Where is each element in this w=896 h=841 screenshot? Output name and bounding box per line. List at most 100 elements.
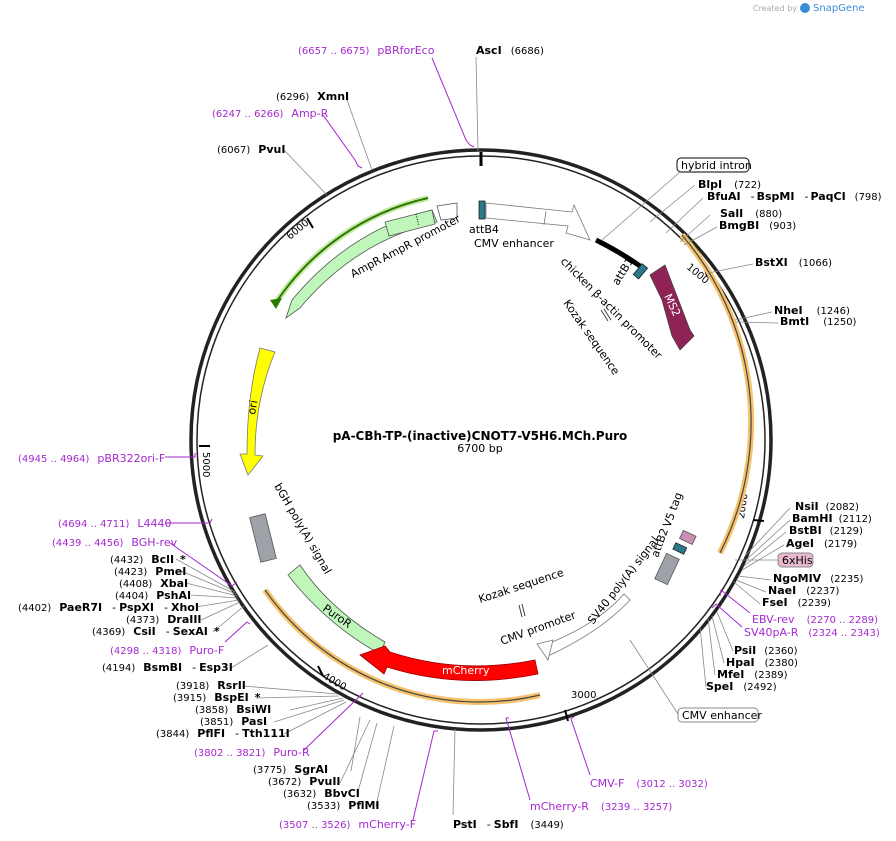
primer-name: Amp-R (291, 107, 328, 120)
enzyme-pshai: (4404)PshAI (115, 589, 191, 602)
puror-label: PuroR (320, 602, 354, 631)
enzyme-sep-2: - (804, 190, 808, 203)
enzyme-leaders (175, 56, 791, 816)
leader-pasi (273, 699, 345, 723)
primer-range: (4298 .. 4318) (110, 646, 182, 657)
enzyme-blpi: BlpI(722) (698, 178, 761, 191)
orange-arc-bottom (262, 588, 541, 705)
enzyme-name-2: Tth111I (242, 727, 290, 740)
primer-mcherryr: mCherry-R(3239 .. 3257) (530, 800, 672, 813)
ampr-feature-head (384, 209, 436, 237)
primer-range: (6657 .. 6675) (298, 46, 370, 57)
primer-leaders (165, 57, 751, 821)
orange-arc-right-core (681, 234, 752, 554)
sv40-polya-feature (654, 552, 680, 586)
leader-sali (679, 214, 711, 243)
enzyme-pos: (3851) (200, 717, 233, 728)
enzyme-name: XmnI (317, 90, 349, 103)
enzyme-pos: (4423) (114, 567, 147, 578)
primer-sv40par: SV40pA-R(2324 .. 2343) (744, 626, 880, 639)
primer-leader-ampr (322, 114, 363, 169)
cmv-enhancer-badge-leader (629, 639, 679, 715)
primer-range: (3012 .. 3032) (636, 779, 708, 790)
enzyme-name: SgrAI (294, 763, 328, 776)
leader-bcli (175, 558, 236, 593)
enzyme-name: FseI (762, 596, 788, 609)
bgh-label: bGH poly(A) signal (271, 481, 334, 576)
enzyme-star: * (214, 625, 220, 638)
attb1-feature (632, 263, 649, 280)
leader-blpi (649, 184, 696, 223)
enzyme-name: BlpI (698, 178, 722, 191)
enzyme-pos: (4369) (92, 627, 125, 638)
enzyme-name-3: XhoI (171, 601, 199, 614)
leader-hpai (711, 615, 725, 664)
primer-leader-l4440 (165, 518, 213, 524)
features: MS2 ori PuroR mCherry (239, 200, 697, 681)
enzyme-sep: - (166, 625, 170, 638)
enzyme-nsii: NsiI(2082) (795, 500, 859, 513)
backbone (189, 148, 773, 732)
enzyme-pflfi: (3844)PflFI-Tth111I (156, 727, 290, 740)
enzyme-csii: (4369)CsiI-SexAI* (92, 625, 220, 638)
primer-cmvf: CMV-F(3012 .. 3032) (590, 777, 708, 790)
enzyme-name-2: SexAI (173, 625, 208, 638)
primer-leader-mcherryr (505, 717, 531, 801)
enzyme-mfei: MfeI(2389) (717, 668, 788, 681)
enzyme-pvuii: (3672)PvuII (268, 775, 341, 788)
ms2-feature (649, 264, 695, 351)
primer-name: mCherry-F (358, 818, 416, 831)
enzyme-pos: (880) (755, 209, 782, 220)
enzyme-pos: (6296) (276, 92, 309, 103)
enzyme-paer7i: (4402)PaeR7I-PspXI-XhoI (18, 601, 199, 614)
primer-pbrforeco: (6657 .. 6675)pBRforEco (298, 44, 435, 57)
enzyme-hpai: HpaI(2380) (726, 656, 798, 669)
enzyme-bamhi: BamHI(2112) (792, 512, 872, 525)
primer-mcherryf: (3507 .. 3526) mCherry-F (279, 818, 416, 831)
enzyme-name: BmgBI (719, 219, 759, 232)
kozak-mark-top-2 (603, 308, 612, 321)
enzyme-sep: - (112, 601, 116, 614)
enzyme-name: SalI (720, 207, 743, 220)
enzyme-name: XbaI (160, 577, 188, 590)
leader-bstbi (743, 531, 787, 567)
enzyme-pos: (1250) (823, 317, 856, 328)
enzyme-name: BfuAI (707, 190, 741, 203)
leader-fsei (733, 581, 761, 605)
enzyme-name: BstXI (755, 256, 788, 269)
enzyme-draiii: (4373)DraIII (126, 613, 202, 626)
leader-pmei (180, 570, 237, 595)
primer-range: (6247 .. 6266) (212, 109, 284, 120)
plasmid-name: pA-CBh-TP-(inactive)CNOT7-V5H6.MCh.Puro (333, 429, 628, 443)
enzyme-name: MfeI (717, 668, 744, 681)
tick-label-5000: 5000 (200, 452, 211, 477)
enzyme-bstbi: BstBI(2129) (789, 524, 863, 537)
leader-nsii (744, 507, 791, 557)
leader-pflfi (283, 701, 347, 735)
enzyme-bstxi: BstXI(1066) (755, 256, 832, 269)
cmv-enhancer-box (677, 707, 759, 723)
tick-2000 (752, 519, 765, 522)
enzyme-pos: (3672) (268, 777, 301, 788)
enzyme-name: PasI (241, 715, 267, 728)
enzyme-pmei: (4423)PmeI (114, 565, 186, 578)
leader-bsmbi (230, 644, 269, 669)
enzyme-pvui: (6067)PvuI (217, 143, 285, 156)
attb1-label: attB1 (610, 255, 637, 287)
enzyme-bmgbi: BmgBI(903) (719, 219, 796, 232)
enzyme-naei: NaeI(2237) (768, 584, 840, 597)
primer-range: (3507 .. 3526) (279, 820, 351, 831)
enzyme-pos: (2082) (826, 502, 859, 513)
enzyme-pos: (4404) (115, 591, 148, 602)
primer-name: SV40pA-R (744, 626, 799, 639)
enzyme-sep: - (487, 818, 491, 831)
primer-name: Puro-F (189, 644, 224, 657)
enzyme-pos: (3918) (176, 681, 209, 692)
enzyme-name: HpaI (726, 656, 755, 669)
enzyme-pos: (6686) (511, 46, 544, 57)
leader-bfuai (665, 197, 704, 234)
green-arc-arrowhead (270, 298, 282, 309)
primer-leader-purof (224, 621, 251, 643)
enzyme-name: BbvCI (324, 787, 360, 800)
